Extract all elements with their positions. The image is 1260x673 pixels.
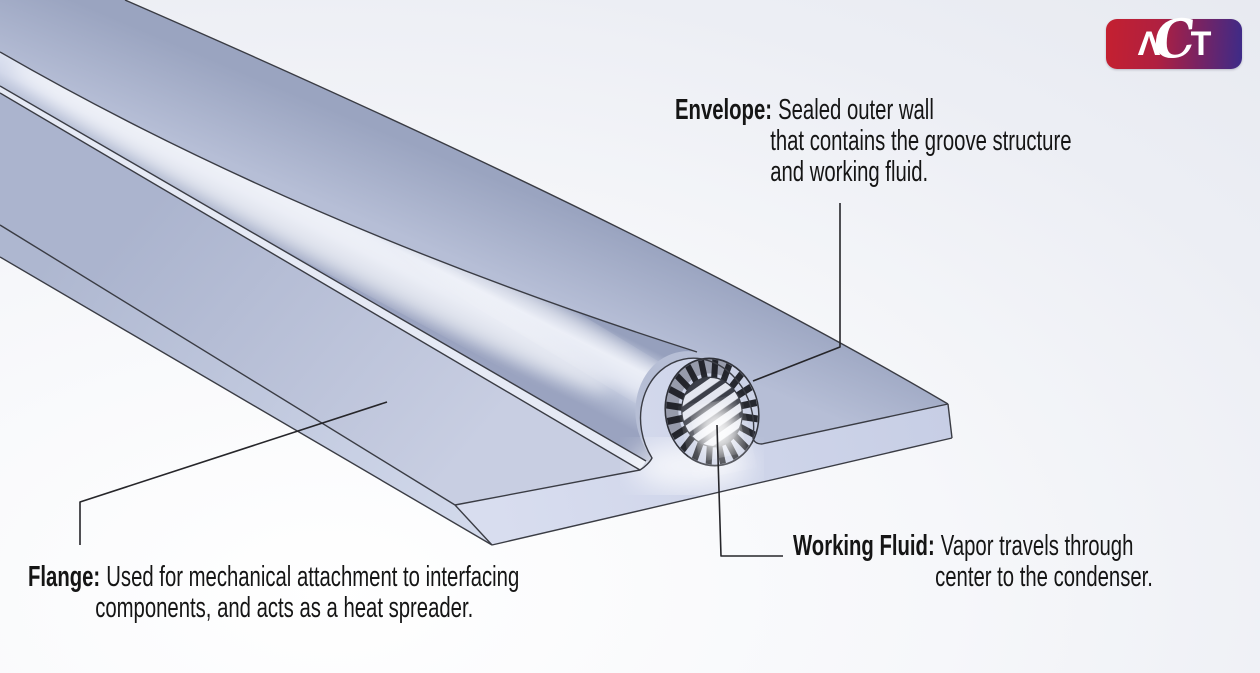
- working-fluid-text-2: center to the condenser.: [935, 561, 1153, 593]
- flange-front-top-edge: [0, 224, 456, 506]
- working-fluid-line-1: Working Fluid:Vapor travels through: [793, 531, 1153, 562]
- act-logo: Λ C T: [1106, 7, 1242, 72]
- leader-lines: [79, 203, 841, 557]
- flange-label: Flange:: [28, 561, 101, 593]
- tube-fillet-edge-a: [0, 85, 647, 462]
- envelope-text-3: and working fluid.: [770, 156, 929, 188]
- envelope-line-1: Envelope:Sealed outer wall: [675, 95, 1071, 126]
- flange-far-surface: [0, 0, 948, 444]
- flange-line-1: Flange:Used for mechanical attachment to…: [28, 562, 519, 593]
- envelope-label: Envelope:: [675, 94, 773, 126]
- end-bottom-edge: [491, 437, 953, 546]
- tube-far-tangent-edge: [0, 51, 698, 353]
- act-logo-letter-t: T: [1190, 25, 1212, 63]
- end-left-edge: [454, 504, 493, 546]
- flange-text-2: components, and acts as a heat spreader.: [95, 592, 474, 624]
- flange-leader-line: [79, 401, 388, 545]
- far-edge: [124, 0, 949, 405]
- cross-section-top-edge: [454, 357, 949, 506]
- envelope-leader-line: [752, 203, 841, 382]
- working-fluid-label: Working Fluid:: [793, 530, 935, 562]
- flange-near-surface: [0, 93, 640, 505]
- flange-text-1: Used for mechanical attachment to interf…: [106, 561, 520, 593]
- part-edges: [0, 0, 953, 546]
- working-fluid-text-1: Vapor travels through: [940, 530, 1134, 562]
- tube-fillet-edge-b: [0, 92, 641, 471]
- flange-annotation: Flange:Used for mechanical attachment to…: [28, 562, 519, 624]
- working-fluid-leader-line: [716, 424, 783, 557]
- act-logo-letter-c: C: [1151, 7, 1199, 72]
- flange-bottom-edge: [0, 256, 493, 546]
- groove-shadow: [665, 358, 759, 466]
- groove-cross-section: [655, 350, 769, 469]
- envelope-text-1: Sealed outer wall: [778, 94, 934, 126]
- working-fluid-annotation: Working Fluid:Vapor travels through cent…: [793, 531, 1153, 593]
- flange-front-face: [0, 225, 492, 545]
- fillet-sliver: [0, 86, 646, 470]
- envelope-text-2: that contains the groove structure: [770, 125, 1072, 157]
- act-logo-letter-a: Λ: [1137, 25, 1161, 63]
- envelope-annotation: Envelope:Sealed outer wall that contains…: [675, 95, 1071, 188]
- end-right-edge: [947, 403, 953, 439]
